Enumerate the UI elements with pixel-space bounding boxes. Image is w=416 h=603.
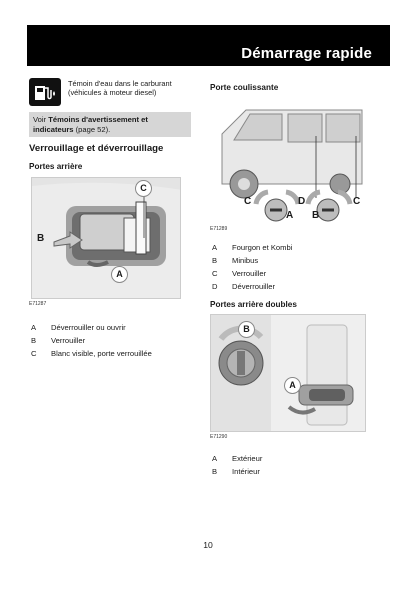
- figure-label-b: B: [312, 210, 320, 221]
- legend-row: B Verrouiller: [29, 334, 191, 347]
- figure-label-a: A: [284, 377, 301, 394]
- legend-key: B: [31, 336, 37, 346]
- figure-label-c-right: C: [353, 196, 361, 207]
- subsection-title-rear-doors: Portes arrière: [29, 162, 83, 172]
- figure-label-c: C: [135, 180, 152, 198]
- see-reference-box: Voir Témoins d'avertissement et indicate…: [29, 112, 191, 138]
- rear-door-legend: A Déverrouiller ou ouvrir B Verrouiller …: [29, 321, 191, 360]
- sliding-door-figure: C A D B C: [210, 96, 366, 224]
- figure-label-a: A: [286, 210, 294, 221]
- legend-value: Verrouiller: [232, 269, 267, 278]
- legend-key: C: [212, 269, 218, 278]
- see-suffix: (page 52).: [73, 124, 111, 134]
- sliding-door-legend: A Fourgon et Kombi B Minibus C Verrouill…: [210, 241, 368, 293]
- legend-row: A Extérieur: [210, 452, 368, 465]
- legend-key: C: [31, 349, 37, 359]
- legend-row: C Verrouiller: [210, 267, 368, 280]
- legend-key: B: [212, 256, 218, 265]
- legend-key: A: [212, 243, 218, 252]
- right-column: Porte coulissante C A D B C E71289: [210, 76, 368, 478]
- figure-label-a: A: [111, 266, 128, 284]
- rear-door-figure: C B A: [31, 177, 181, 300]
- legend-row: B Minibus: [210, 254, 368, 267]
- van-illustration: [221, 109, 363, 222]
- legend-key: A: [31, 323, 37, 333]
- legend-value: Extérieur: [232, 454, 263, 463]
- legend-value: Déverrouiller: [232, 282, 276, 291]
- legend-value: Blanc visible, porte verrouillée: [51, 349, 152, 359]
- figure-label-b: B: [238, 321, 255, 338]
- warning-row: Témoin d'eau dans le carburant (véhicule…: [29, 76, 191, 110]
- rear-door-illustration: [32, 178, 180, 299]
- see-prefix: Voir: [33, 115, 49, 124]
- figure-label-d: D: [298, 196, 306, 207]
- page-title: Démarrage rapide: [241, 45, 372, 62]
- legend-value: Déverrouiller ou ouvrir: [51, 323, 126, 333]
- legend-row: B Intérieur: [210, 465, 368, 478]
- see-link-text[interactable]: Témoins d'avertissement et indicateurs: [33, 115, 148, 134]
- legend-value: Fourgon et Kombi: [232, 243, 293, 252]
- section-title: Verrouillage et déverrouillage: [29, 143, 164, 155]
- figure-id: E71289: [210, 226, 228, 232]
- double-door-legend: A Extérieur B Intérieur: [210, 452, 368, 478]
- legend-key: D: [212, 282, 218, 291]
- double-door-illustration: [211, 315, 365, 431]
- figure-id: E71287: [29, 301, 47, 308]
- page-number: 10: [203, 540, 213, 550]
- figure-id: E71290: [210, 434, 228, 440]
- legend-key: A: [212, 454, 218, 463]
- legend-value: Intérieur: [232, 467, 260, 476]
- legend-row: A Fourgon et Kombi: [210, 241, 368, 254]
- figure-label-b: B: [37, 233, 45, 245]
- subsection-title-sliding-door: Porte coulissante: [210, 83, 279, 92]
- left-column: Témoin d'eau dans le carburant (véhicule…: [29, 76, 191, 360]
- legend-row: C Blanc visible, porte verrouillée: [29, 347, 191, 360]
- warning-text: Témoin d'eau dans le carburant (véhicule…: [68, 79, 172, 98]
- water-in-fuel-warning-icon: [29, 78, 61, 106]
- legend-row: A Déverrouiller ou ouvrir: [29, 321, 191, 334]
- legend-row: D Déverrouiller: [210, 280, 368, 293]
- legend-value: Minibus: [232, 256, 259, 265]
- legend-key: B: [212, 467, 218, 476]
- legend-value: Verrouiller: [51, 336, 86, 346]
- page-header: Démarrage rapide: [27, 25, 390, 66]
- double-door-figure: B A: [210, 314, 366, 432]
- figure-label-c-left: C: [244, 196, 252, 207]
- subsection-title-double-doors: Portes arrière doubles: [210, 300, 297, 309]
